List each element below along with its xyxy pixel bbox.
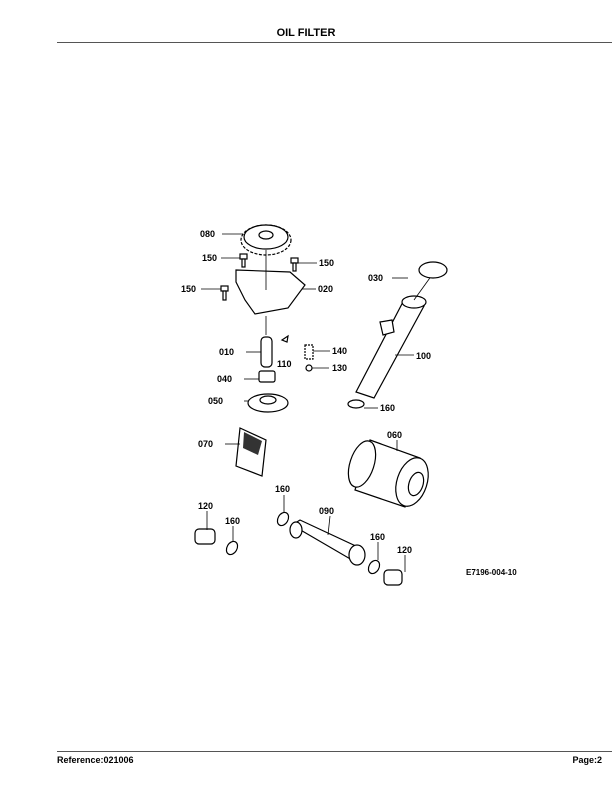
inner-rotor-part <box>258 370 276 383</box>
gear-part <box>240 224 292 256</box>
dipstick-pipe-part <box>347 261 448 409</box>
page-title: OIL FILTER <box>276 27 336 39</box>
callout-140: 140 <box>332 346 347 356</box>
o-ring-part <box>225 540 239 556</box>
footer-divider <box>57 751 612 752</box>
plug-part <box>383 569 403 586</box>
callout-130: 130 <box>332 363 347 373</box>
callout-080: 080 <box>200 229 215 239</box>
callout-050: 050 <box>208 396 223 406</box>
plug-part <box>194 528 216 545</box>
diagram-code: E7196-004-10 <box>466 568 517 577</box>
callout-160: 160 <box>225 516 240 526</box>
callout-090: 090 <box>319 506 334 516</box>
bolt-parts <box>220 253 299 301</box>
callout-100: 100 <box>416 351 431 361</box>
callout-150: 150 <box>202 253 217 263</box>
leader-lines <box>201 233 414 572</box>
callout-120: 120 <box>198 501 213 511</box>
plate-part <box>235 269 306 315</box>
callout-160: 160 <box>370 532 385 542</box>
reference-number: Reference:021006 <box>57 755 134 765</box>
callout-030: 030 <box>368 273 383 283</box>
callout-150: 150 <box>181 284 196 294</box>
callout-110: 110 <box>277 359 292 369</box>
callout-040: 040 <box>217 374 232 384</box>
o-ring-part <box>367 559 381 575</box>
page-number: Page:2 <box>572 755 602 765</box>
callout-020: 020 <box>318 284 333 294</box>
callout-060: 060 <box>387 430 402 440</box>
o-ring-part <box>276 511 290 527</box>
callout-160: 160 <box>275 484 290 494</box>
joint-part <box>289 519 366 566</box>
callout-120: 120 <box>397 545 412 555</box>
callout-150: 150 <box>319 258 334 268</box>
callout-010: 010 <box>219 347 234 357</box>
shaft-part <box>260 336 273 368</box>
strainer-part <box>235 427 267 477</box>
spring-part <box>304 344 314 360</box>
oil-filter-cartridge-part <box>347 439 429 508</box>
callout-160: 160 <box>380 403 395 413</box>
header-divider <box>57 42 612 43</box>
callout-070: 070 <box>198 439 213 449</box>
